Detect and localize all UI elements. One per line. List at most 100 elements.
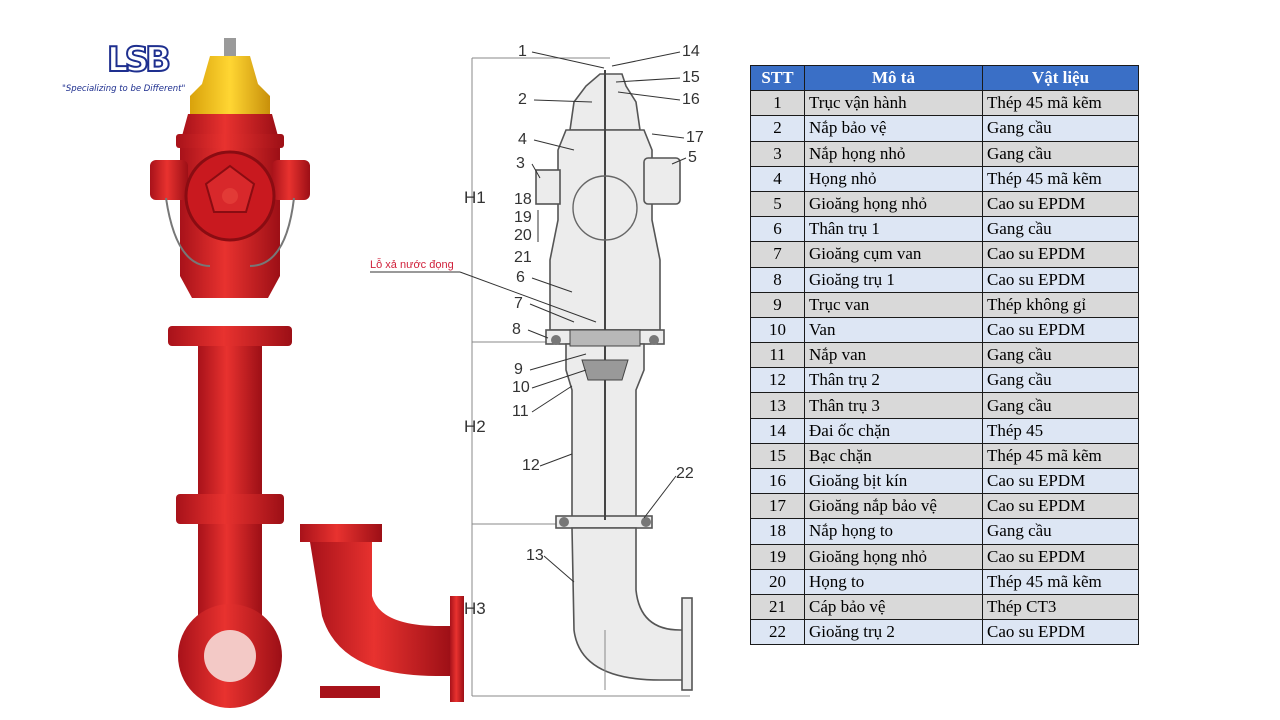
row-stt: 8 [750,266,805,293]
drain-hole-label: Lỗ xả nước đọng [370,258,454,271]
row-description: Nắp họng to [804,518,983,545]
row-stt: 21 [750,593,805,621]
callout-12: 12 [522,457,540,474]
callout-17: 17 [686,129,704,146]
callout-4: 4 [518,131,527,148]
row-description: Thân trụ 1 [804,216,983,243]
row-stt: 6 [750,216,805,243]
row-description: Họng nhỏ [804,165,983,192]
row-stt: 14 [750,417,805,444]
row-description: Gioăng họng nhỏ [804,190,983,218]
height-h3: H3 [464,599,486,618]
row-material: Gang cầu [982,115,1139,142]
callout-8: 8 [512,321,521,338]
row-stt: 11 [750,342,805,369]
callout-11: 11 [512,403,529,420]
callout-7: 7 [514,295,523,312]
hydrant-section-diagram: H1 H2 H3 Lỗ xả nước đọng 1 2 3 4 5 6 7 8… [370,43,704,697]
callout-2: 2 [518,91,527,108]
callout-14: 14 [682,43,700,60]
logo-tagline: "Specializing to be Different" [62,84,186,94]
callout-numbers: 1 2 3 4 5 6 7 8 9 10 11 12 13 14 15 16 1… [512,43,704,564]
callout-5: 5 [688,149,697,166]
row-stt: 15 [750,442,805,470]
row-material: Thép 45 mã kẽm [982,165,1139,192]
callout-13: 13 [526,547,544,564]
row-stt: 13 [750,392,805,419]
row-material: Gang cầu [982,216,1139,243]
callout-22: 22 [676,465,694,482]
callout-9: 9 [514,361,523,378]
row-material: Thép 45 mã kẽm [982,90,1139,117]
row-description: Gioăng nắp bảo vệ [804,493,983,520]
header-material: Vật liệu [982,64,1139,92]
callout-18: 18 [514,191,532,208]
row-description: Gioăng cụm van [804,241,983,268]
row-description: Van [804,316,983,344]
row-description: Họng to [804,568,983,595]
row-description: Gioăng bịt kín [804,467,983,495]
row-stt: 3 [750,140,805,167]
row-description: Nắp bảo vệ [804,115,983,142]
row-material: Gang cầu [982,367,1139,394]
company-logo: LSB "Specializing to be Different" [62,39,242,100]
logo-mark: LSB [106,39,172,81]
row-material: Cao su EPDM [982,543,1139,570]
row-material: Cao su EPDM [982,266,1139,293]
callout-3: 3 [516,155,525,172]
row-description: Thân trụ 3 [804,392,983,419]
callout-15: 15 [682,69,700,86]
row-stt: 18 [750,518,805,545]
row-material: Cao su EPDM [982,619,1139,646]
row-stt: 2 [750,115,805,142]
row-stt: 16 [750,467,805,495]
row-description: Đai ốc chặn [804,417,983,444]
row-description: Trục van [804,291,983,318]
row-material: Thép 45 mã kẽm [982,442,1139,470]
row-stt: 17 [750,493,805,520]
row-stt: 12 [750,367,805,394]
row-description: Nắp van [804,342,983,369]
row-material: Gang cầu [982,342,1139,369]
callout-10: 10 [512,379,530,396]
row-material: Gang cầu [982,518,1139,545]
row-stt: 20 [750,568,805,595]
row-stt: 1 [750,90,805,117]
row-material: Thép 45 mã kẽm [982,568,1139,595]
row-stt: 5 [750,190,805,218]
hydrant-photo [150,38,464,708]
row-stt: 22 [750,619,805,646]
row-material: Thép không gỉ [982,291,1139,318]
callout-1: 1 [518,43,527,60]
row-material: Thép 45 [982,417,1139,444]
row-material: Cao su EPDM [982,467,1139,495]
row-description: Gioăng họng nhỏ [804,543,983,570]
callout-20: 20 [514,227,532,244]
row-description: Trục vận hành [804,90,983,117]
row-description: Gioăng trụ 2 [804,619,983,646]
row-material: Gang cầu [982,392,1139,419]
row-stt: 4 [750,165,805,192]
row-description: Gioăng trụ 1 [804,266,983,293]
row-description: Thân trụ 2 [804,367,983,394]
row-material: Cao su EPDM [982,241,1139,268]
